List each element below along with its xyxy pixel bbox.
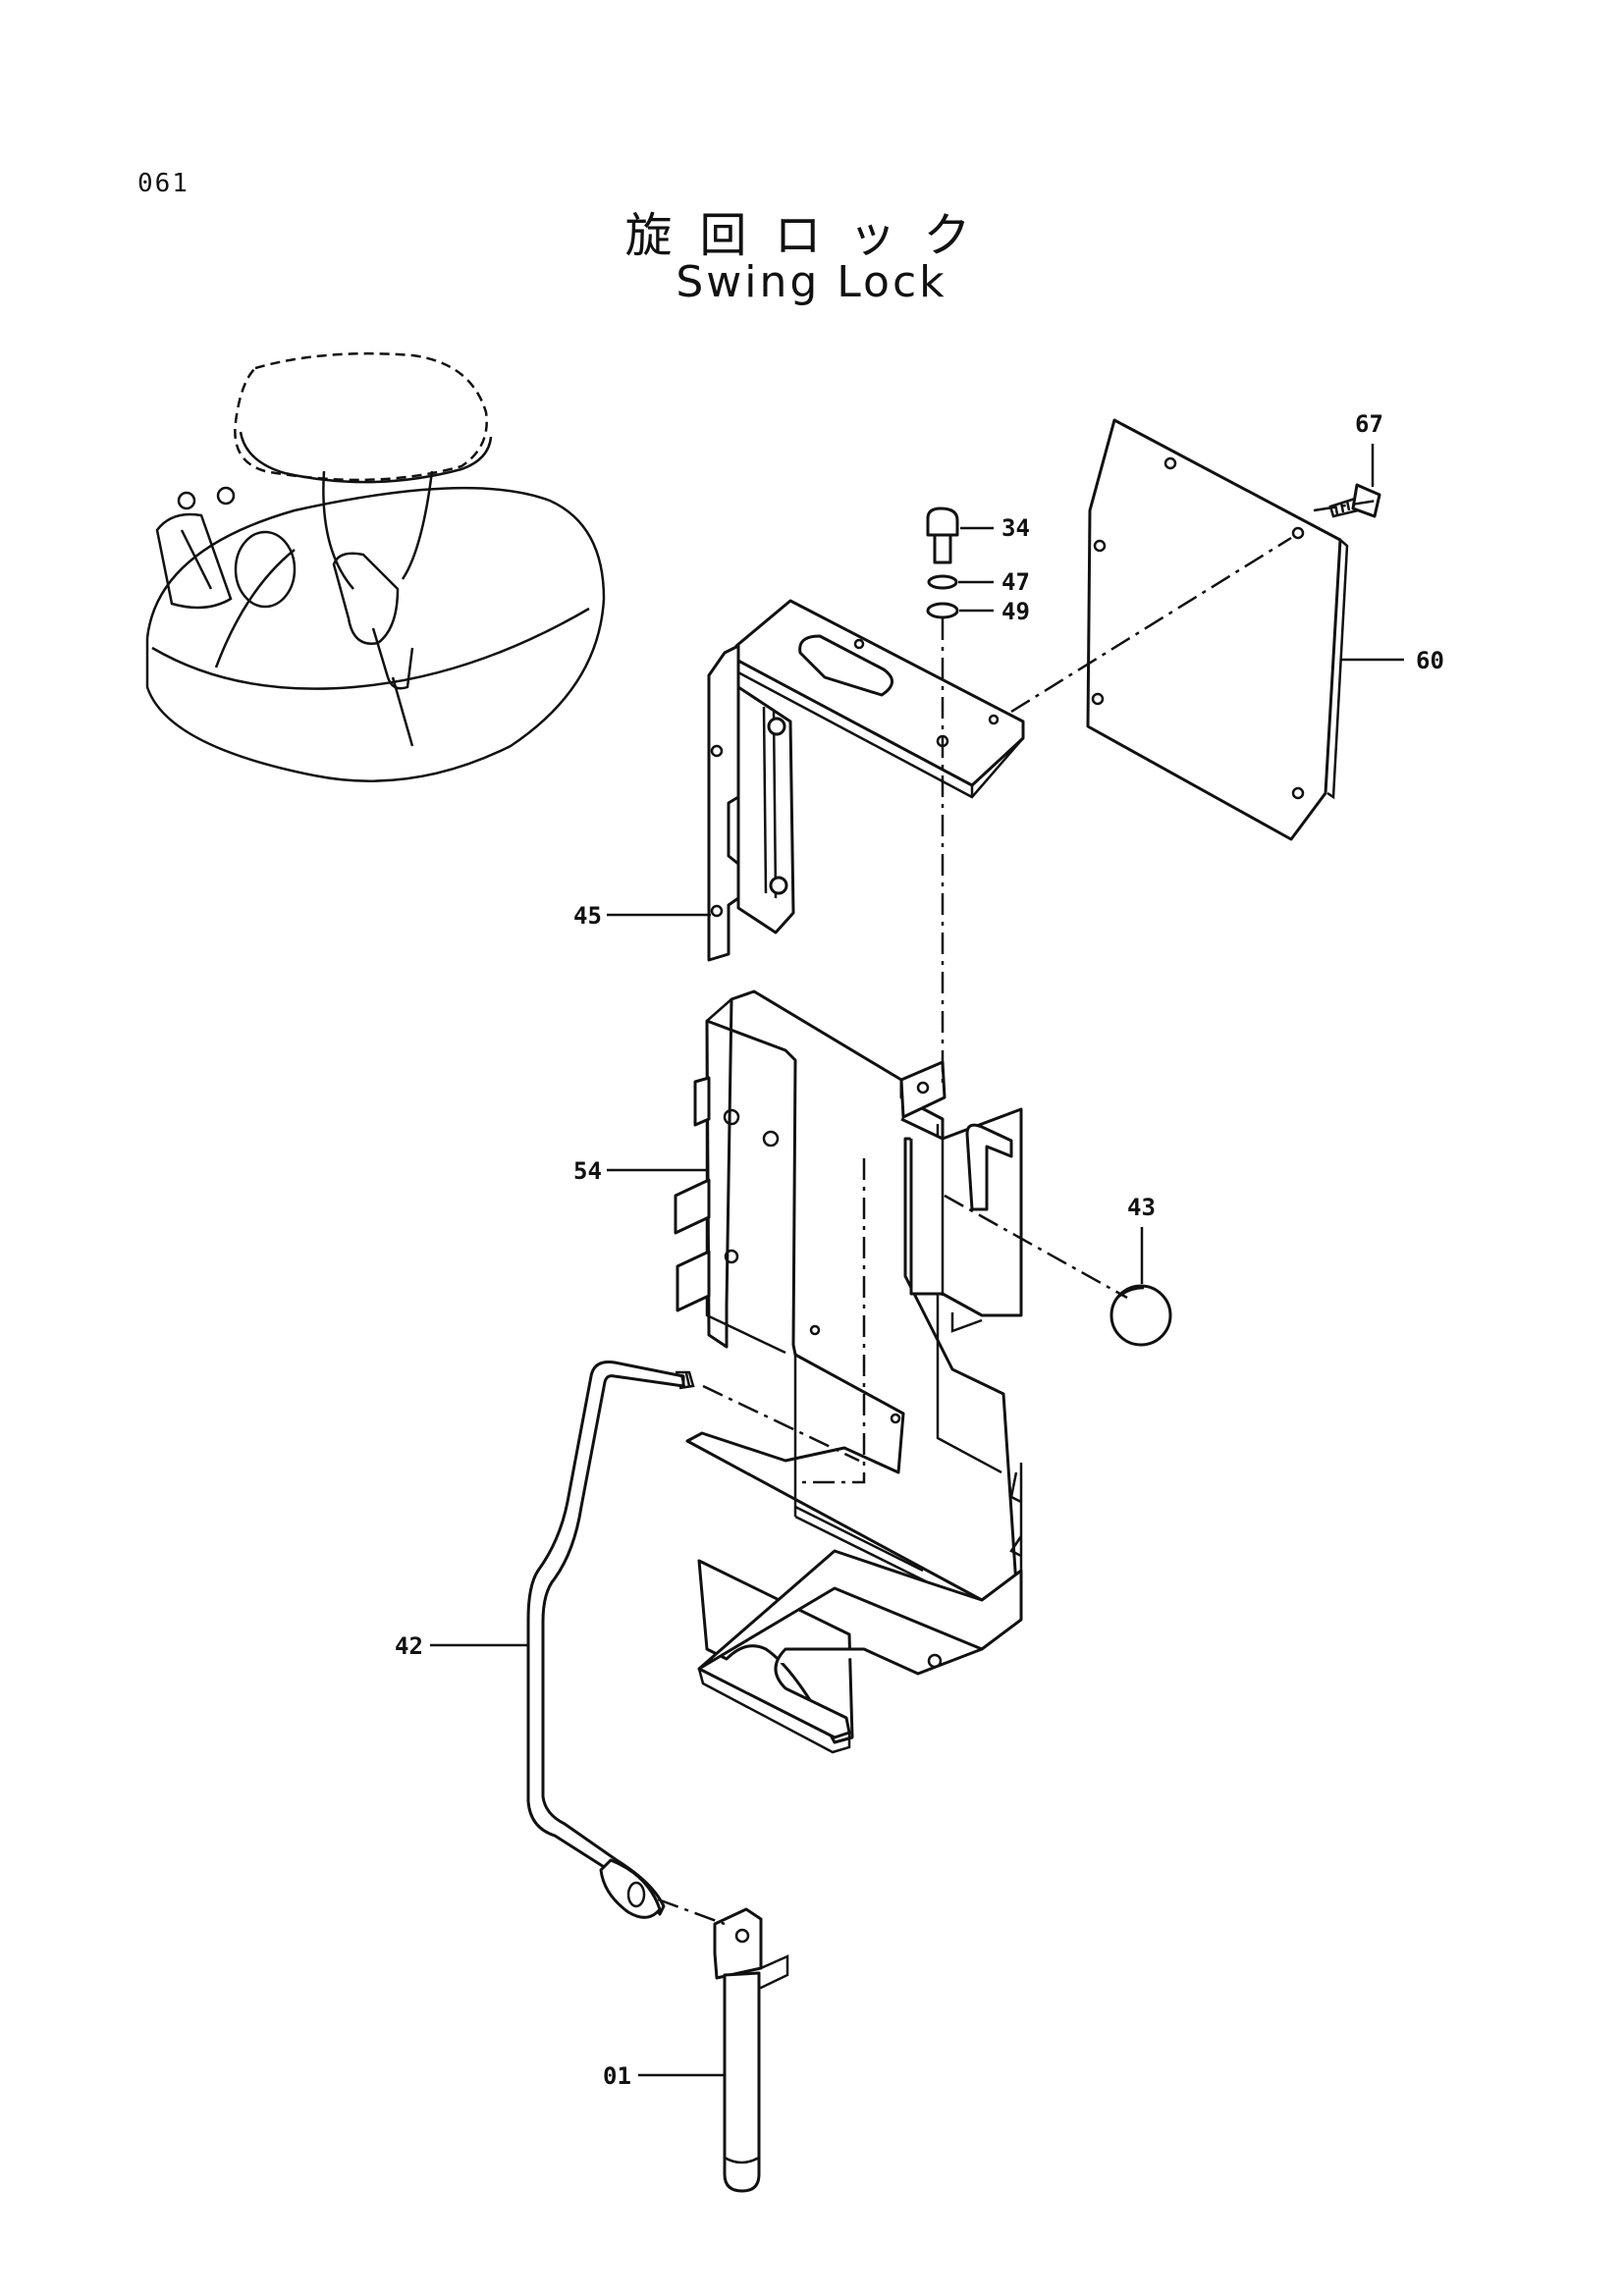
callout-49: 49: [1001, 598, 1030, 625]
part-49-washer: [926, 602, 959, 619]
callout-34: 34: [1001, 514, 1030, 542]
leader-lines: [430, 444, 1404, 2077]
alignment-lines: [657, 499, 1378, 1926]
callout-60: 60: [1416, 647, 1444, 674]
location-view: [145, 351, 606, 782]
part-60-cover-plate: [1086, 418, 1349, 841]
title-japanese: 旋回ロック: [624, 208, 999, 263]
page-code: 061: [137, 169, 189, 198]
part-67-bolt: [1328, 483, 1381, 518]
callout-47: 47: [1001, 568, 1030, 596]
part-45-bracket: [707, 599, 1025, 962]
callout-67: 67: [1355, 410, 1383, 438]
callout-43: 43: [1127, 1194, 1156, 1221]
title-english: Swing Lock: [676, 257, 947, 307]
part-47-spring-washer: [927, 574, 958, 590]
part-42-lever-rod: [526, 1361, 695, 1919]
part-01-pin: [713, 1907, 789, 2193]
callout-45: 45: [573, 902, 602, 930]
part-34-bolt: [926, 507, 959, 564]
callout-42: 42: [395, 1632, 423, 1660]
part-54-main-bracket: [674, 989, 1023, 1754]
callout-54: 54: [573, 1157, 602, 1185]
part-43-knob: [1109, 1284, 1172, 1347]
callout-01: 01: [603, 2062, 631, 2090]
